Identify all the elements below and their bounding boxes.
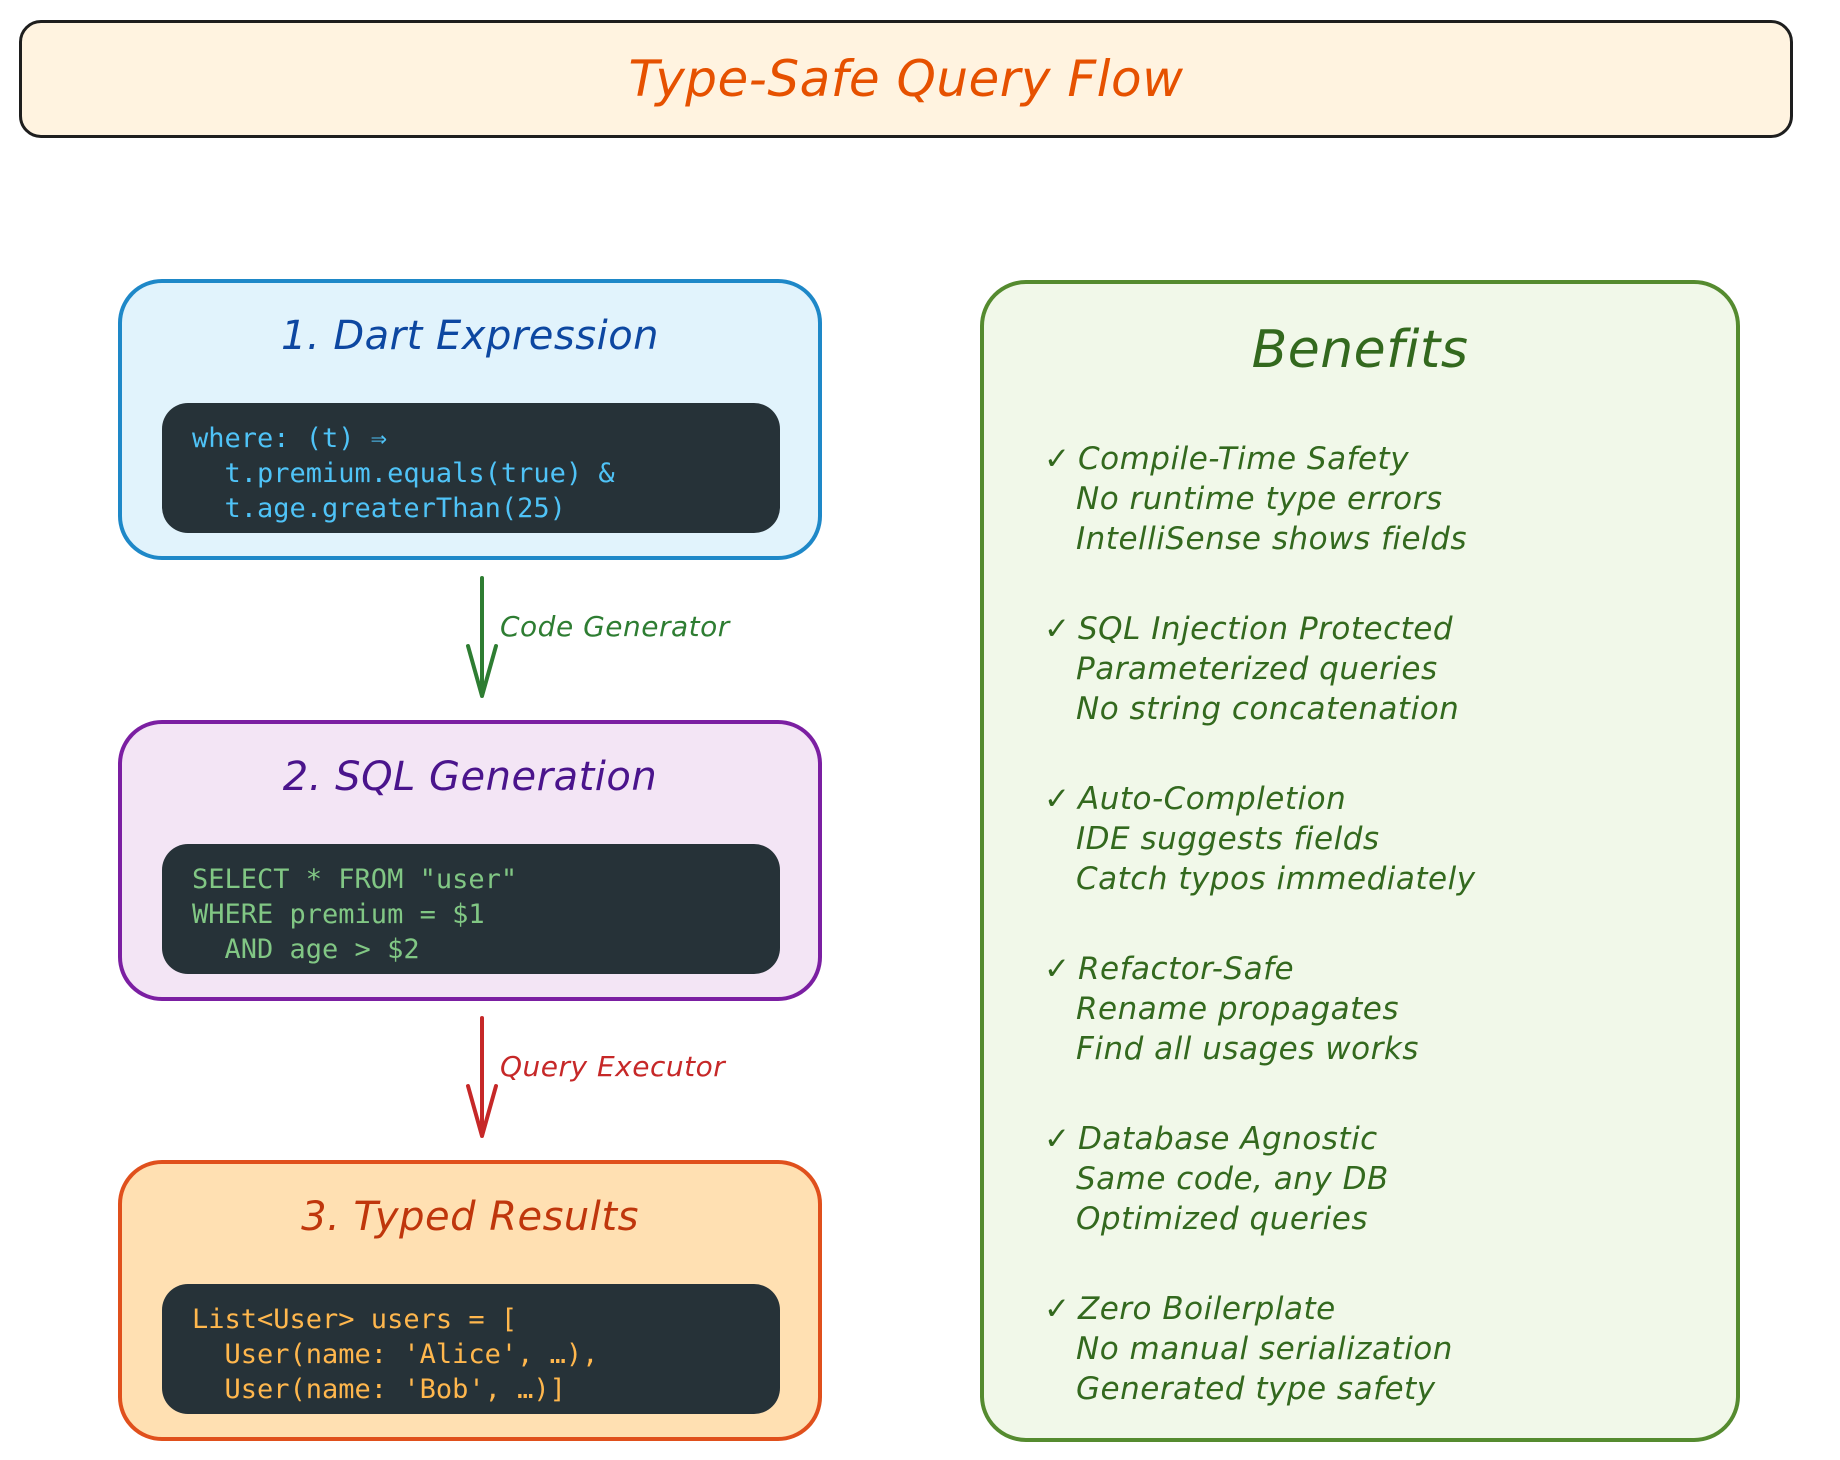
check-icon: ✓ [1044,441,1071,477]
benefit-detail: Generated type safety [1076,1371,1436,1407]
benefit-item: ✓Refactor-Safe Rename propagates Find al… [1044,949,1476,1069]
code-line: t.premium.equals(true) & [192,458,615,489]
step-dart-expression: 1. Dart Expression where: (t) ⇒ t.premiu… [118,279,822,560]
benefit-detail: Catch typos immediately [1076,861,1476,897]
code-block: where: (t) ⇒ t.premium.equals(true) & t.… [162,403,780,533]
benefit-heading: Auto-Completion [1078,781,1347,817]
arrow-label-code-generator: Code Generator [500,610,730,643]
code-line: List<User> users = [ [192,1304,518,1335]
benefit-detail: Find all usages works [1076,1031,1419,1067]
benefit-detail: Rename propagates [1076,991,1399,1027]
benefit-heading: SQL Injection Protected [1078,611,1454,647]
benefit-detail: IntelliSense shows fields [1076,521,1467,557]
step-sql-generation: 2. SQL Generation SELECT * FROM "user" W… [118,720,822,1001]
benefit-item: ✓Zero Boilerplate No manual serializatio… [1044,1289,1476,1409]
benefits-panel: Benefits ✓Compile-Time Safety No runtime… [980,280,1740,1442]
benefit-detail: No string concatenation [1076,691,1460,727]
check-icon: ✓ [1044,611,1071,647]
code-line: AND age > $2 [192,934,420,965]
benefit-heading: Zero Boilerplate [1078,1291,1336,1327]
check-icon: ✓ [1044,781,1071,817]
benefit-item: ✓Compile-Time Safety No runtime type err… [1044,439,1476,559]
benefit-heading: Refactor-Safe [1078,951,1295,987]
benefit-item: ✓SQL Injection Protected Parameterized q… [1044,609,1476,729]
benefit-heading: Database Agnostic [1078,1121,1378,1157]
code-line: User(name: 'Alice', …), [192,1339,599,1370]
code-line: User(name: 'Bob', …)] [192,1374,566,1405]
code-block: SELECT * FROM "user" WHERE premium = $1 … [162,844,780,974]
benefit-detail: Same code, any DB [1076,1161,1389,1197]
check-icon: ✓ [1044,951,1071,987]
code-line: WHERE premium = $1 [192,899,485,930]
benefits-title: Benefits [1251,320,1469,380]
code-line: where: (t) ⇒ [192,423,388,454]
arrow-down-icon [466,576,498,698]
diagram-title: Type-Safe Query Flow [628,50,1184,108]
benefit-detail: Parameterized queries [1076,651,1438,687]
step-title: 1. Dart Expression [280,313,660,359]
arrow-down-icon [466,1016,498,1138]
step-title: 3. Typed Results [301,1194,639,1240]
benefit-detail: IDE suggests fields [1076,821,1380,857]
benefit-item: ✓Database Agnostic Same code, any DB Opt… [1044,1119,1476,1239]
benefit-heading: Compile-Time Safety [1078,441,1410,477]
code-line: SELECT * FROM "user" [192,864,518,895]
benefit-detail: No manual serialization [1076,1331,1453,1367]
step-typed-results: 3. Typed Results List<User> users = [ Us… [118,1160,822,1441]
benefit-detail: No runtime type errors [1076,481,1443,517]
benefit-detail: Optimized queries [1076,1201,1369,1237]
arrow-label-query-executor: Query Executor [500,1050,726,1083]
benefit-item: ✓Auto-Completion IDE suggests fields Cat… [1044,779,1476,899]
benefit-list: ✓Compile-Time Safety No runtime type err… [1044,439,1476,1459]
check-icon: ✓ [1044,1121,1071,1157]
check-icon: ✓ [1044,1291,1071,1327]
title-box: Type-Safe Query Flow [19,20,1793,138]
code-block: List<User> users = [ User(name: 'Alice',… [162,1284,780,1414]
code-line: t.age.greaterThan(25) [192,493,566,524]
step-title: 2. SQL Generation [282,754,658,800]
